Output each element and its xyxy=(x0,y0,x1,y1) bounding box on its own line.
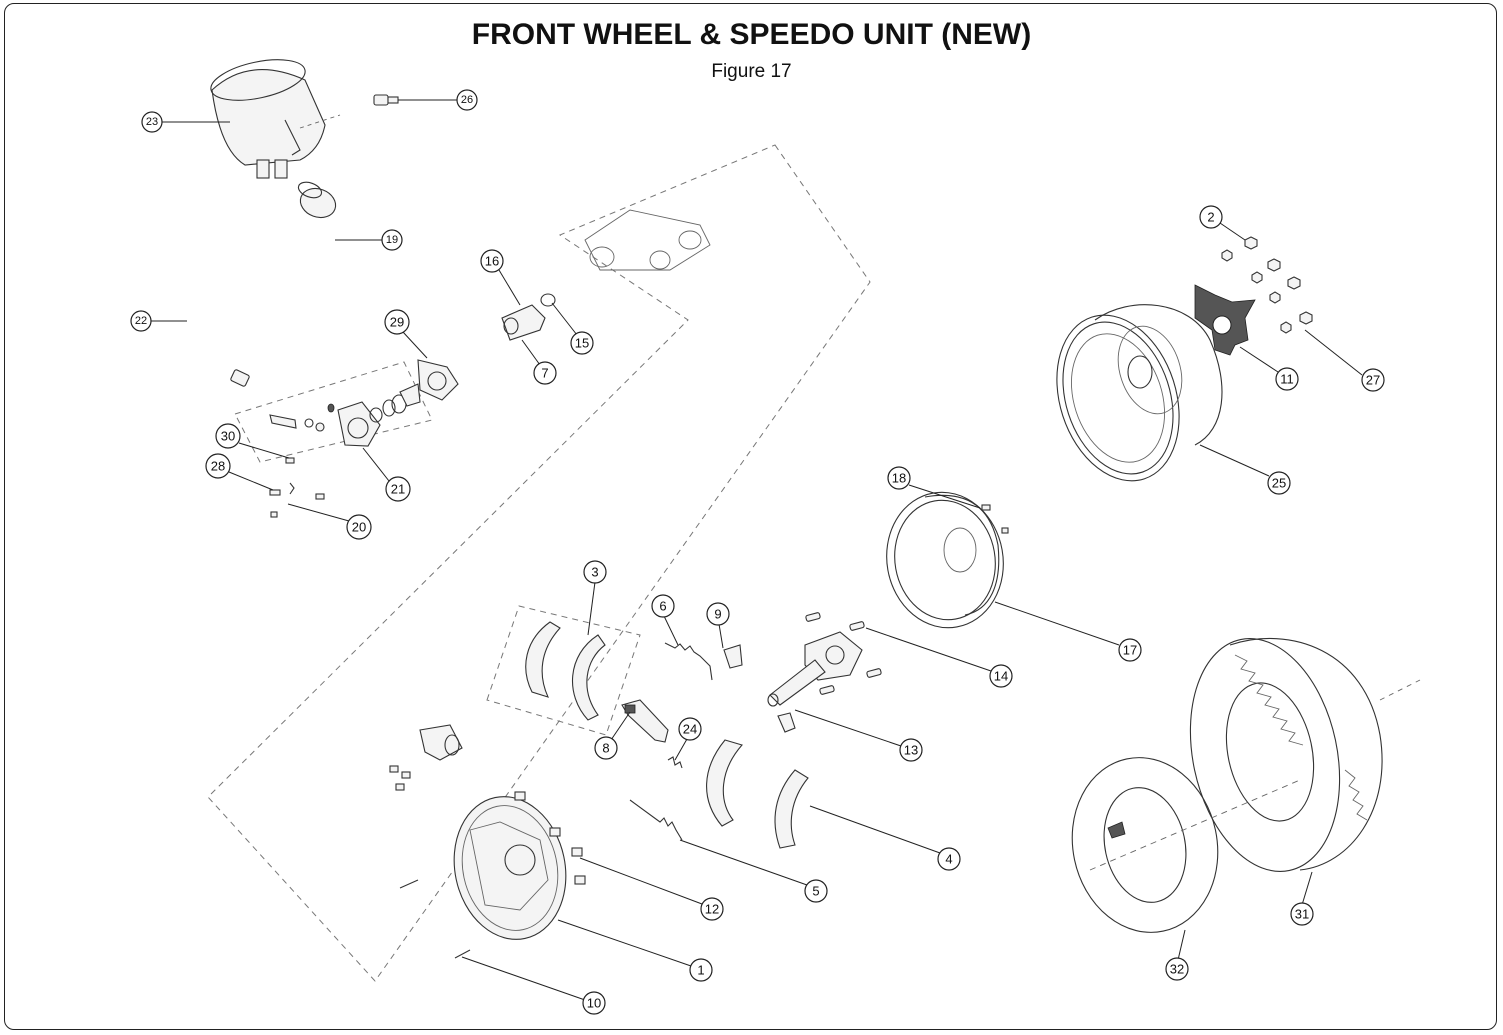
brake-springs xyxy=(629,642,713,841)
callout-27: 27 xyxy=(1361,368,1385,392)
svg-text:18: 18 xyxy=(892,471,906,486)
callout-22: 22 xyxy=(130,310,152,332)
callout-19: 19 xyxy=(381,229,403,251)
brake-drum xyxy=(886,491,1009,629)
callout-6: 6 xyxy=(651,594,675,618)
svg-text:13: 13 xyxy=(904,743,918,758)
brake-shoe-outline xyxy=(486,605,641,736)
callout-7: 7 xyxy=(533,361,557,385)
callout-15: 15 xyxy=(570,331,594,355)
svg-text:7: 7 xyxy=(541,366,548,381)
wheel-spider xyxy=(1194,284,1256,356)
svg-text:12: 12 xyxy=(705,902,719,917)
stub-axle xyxy=(767,612,882,733)
brake-back-plate xyxy=(389,724,586,959)
callout-30: 30 xyxy=(215,423,241,449)
callout-26: 26 xyxy=(456,89,478,111)
figure-title: FRONT WHEEL & SPEEDO UNIT (NEW) xyxy=(471,18,1032,51)
hub-assembly-outline xyxy=(207,144,871,982)
callout-14: 14 xyxy=(989,664,1013,688)
svg-text:23: 23 xyxy=(146,116,158,128)
svg-text:29: 29 xyxy=(390,315,404,330)
callout-17: 17 xyxy=(1118,638,1142,662)
svg-text:24: 24 xyxy=(683,722,697,737)
brake-shoes xyxy=(525,621,809,849)
callout-8: 8 xyxy=(594,736,618,760)
callout-28: 28 xyxy=(205,453,231,479)
callout-21: 21 xyxy=(385,476,411,502)
svg-text:26: 26 xyxy=(461,94,473,106)
stub-axle-parts xyxy=(501,209,711,341)
speedometer-head xyxy=(210,59,341,179)
callout-32: 32 xyxy=(1165,957,1189,981)
svg-text:14: 14 xyxy=(994,669,1008,684)
svg-text:16: 16 xyxy=(485,254,499,269)
speedo-drive xyxy=(269,359,459,518)
callout-10: 10 xyxy=(582,991,606,1015)
svg-text:9: 9 xyxy=(714,607,721,622)
callout-2: 2 xyxy=(1199,205,1223,229)
svg-text:15: 15 xyxy=(575,336,589,351)
callout-1: 1 xyxy=(689,958,713,982)
callout-24: 24 xyxy=(678,717,702,741)
callout-4: 4 xyxy=(937,847,961,871)
callout-25: 25 xyxy=(1267,471,1291,495)
leader-lines xyxy=(150,99,1363,1001)
callout-31: 31 xyxy=(1290,902,1314,926)
svg-text:27: 27 xyxy=(1366,373,1380,388)
bolt-26 xyxy=(373,94,399,106)
svg-text:32: 32 xyxy=(1170,962,1184,977)
wheel-nuts xyxy=(1221,236,1313,334)
callout-18: 18 xyxy=(887,466,911,490)
svg-text:4: 4 xyxy=(945,852,952,867)
figure-subtitle: Figure 17 xyxy=(711,61,792,82)
brake-lever xyxy=(621,644,743,743)
tyre xyxy=(1189,638,1421,872)
callout-20: 20 xyxy=(346,514,372,540)
svg-text:10: 10 xyxy=(587,996,601,1011)
callout-5: 5 xyxy=(804,879,828,903)
svg-text:20: 20 xyxy=(352,520,366,535)
svg-text:3: 3 xyxy=(591,565,598,580)
svg-text:2: 2 xyxy=(1207,210,1214,225)
callout-3: 3 xyxy=(583,560,607,584)
callout-12: 12 xyxy=(700,897,724,921)
assembly-outlines xyxy=(207,144,871,982)
svg-text:22: 22 xyxy=(135,315,147,327)
svg-text:11: 11 xyxy=(1280,372,1294,387)
svg-text:8: 8 xyxy=(602,741,609,756)
svg-text:25: 25 xyxy=(1272,476,1286,491)
callout-11: 11 xyxy=(1275,367,1299,391)
inner-tube xyxy=(1071,757,1301,933)
wheel-rim xyxy=(1056,304,1223,482)
svg-text:6: 6 xyxy=(659,599,666,614)
callout-16: 16 xyxy=(480,249,504,273)
svg-text:21: 21 xyxy=(391,482,405,497)
svg-text:30: 30 xyxy=(221,429,235,444)
svg-text:31: 31 xyxy=(1295,907,1309,922)
callout-13: 13 xyxy=(899,738,923,762)
svg-text:17: 17 xyxy=(1123,643,1137,658)
speedo-cable xyxy=(181,181,339,387)
diagram-frame xyxy=(4,3,1497,1030)
callout-23: 23 xyxy=(141,111,163,133)
callout-29: 29 xyxy=(384,309,410,335)
svg-text:19: 19 xyxy=(386,234,398,246)
svg-text:5: 5 xyxy=(812,884,819,899)
svg-text:1: 1 xyxy=(697,963,704,978)
callout-9: 9 xyxy=(706,602,730,626)
svg-text:28: 28 xyxy=(211,459,225,474)
